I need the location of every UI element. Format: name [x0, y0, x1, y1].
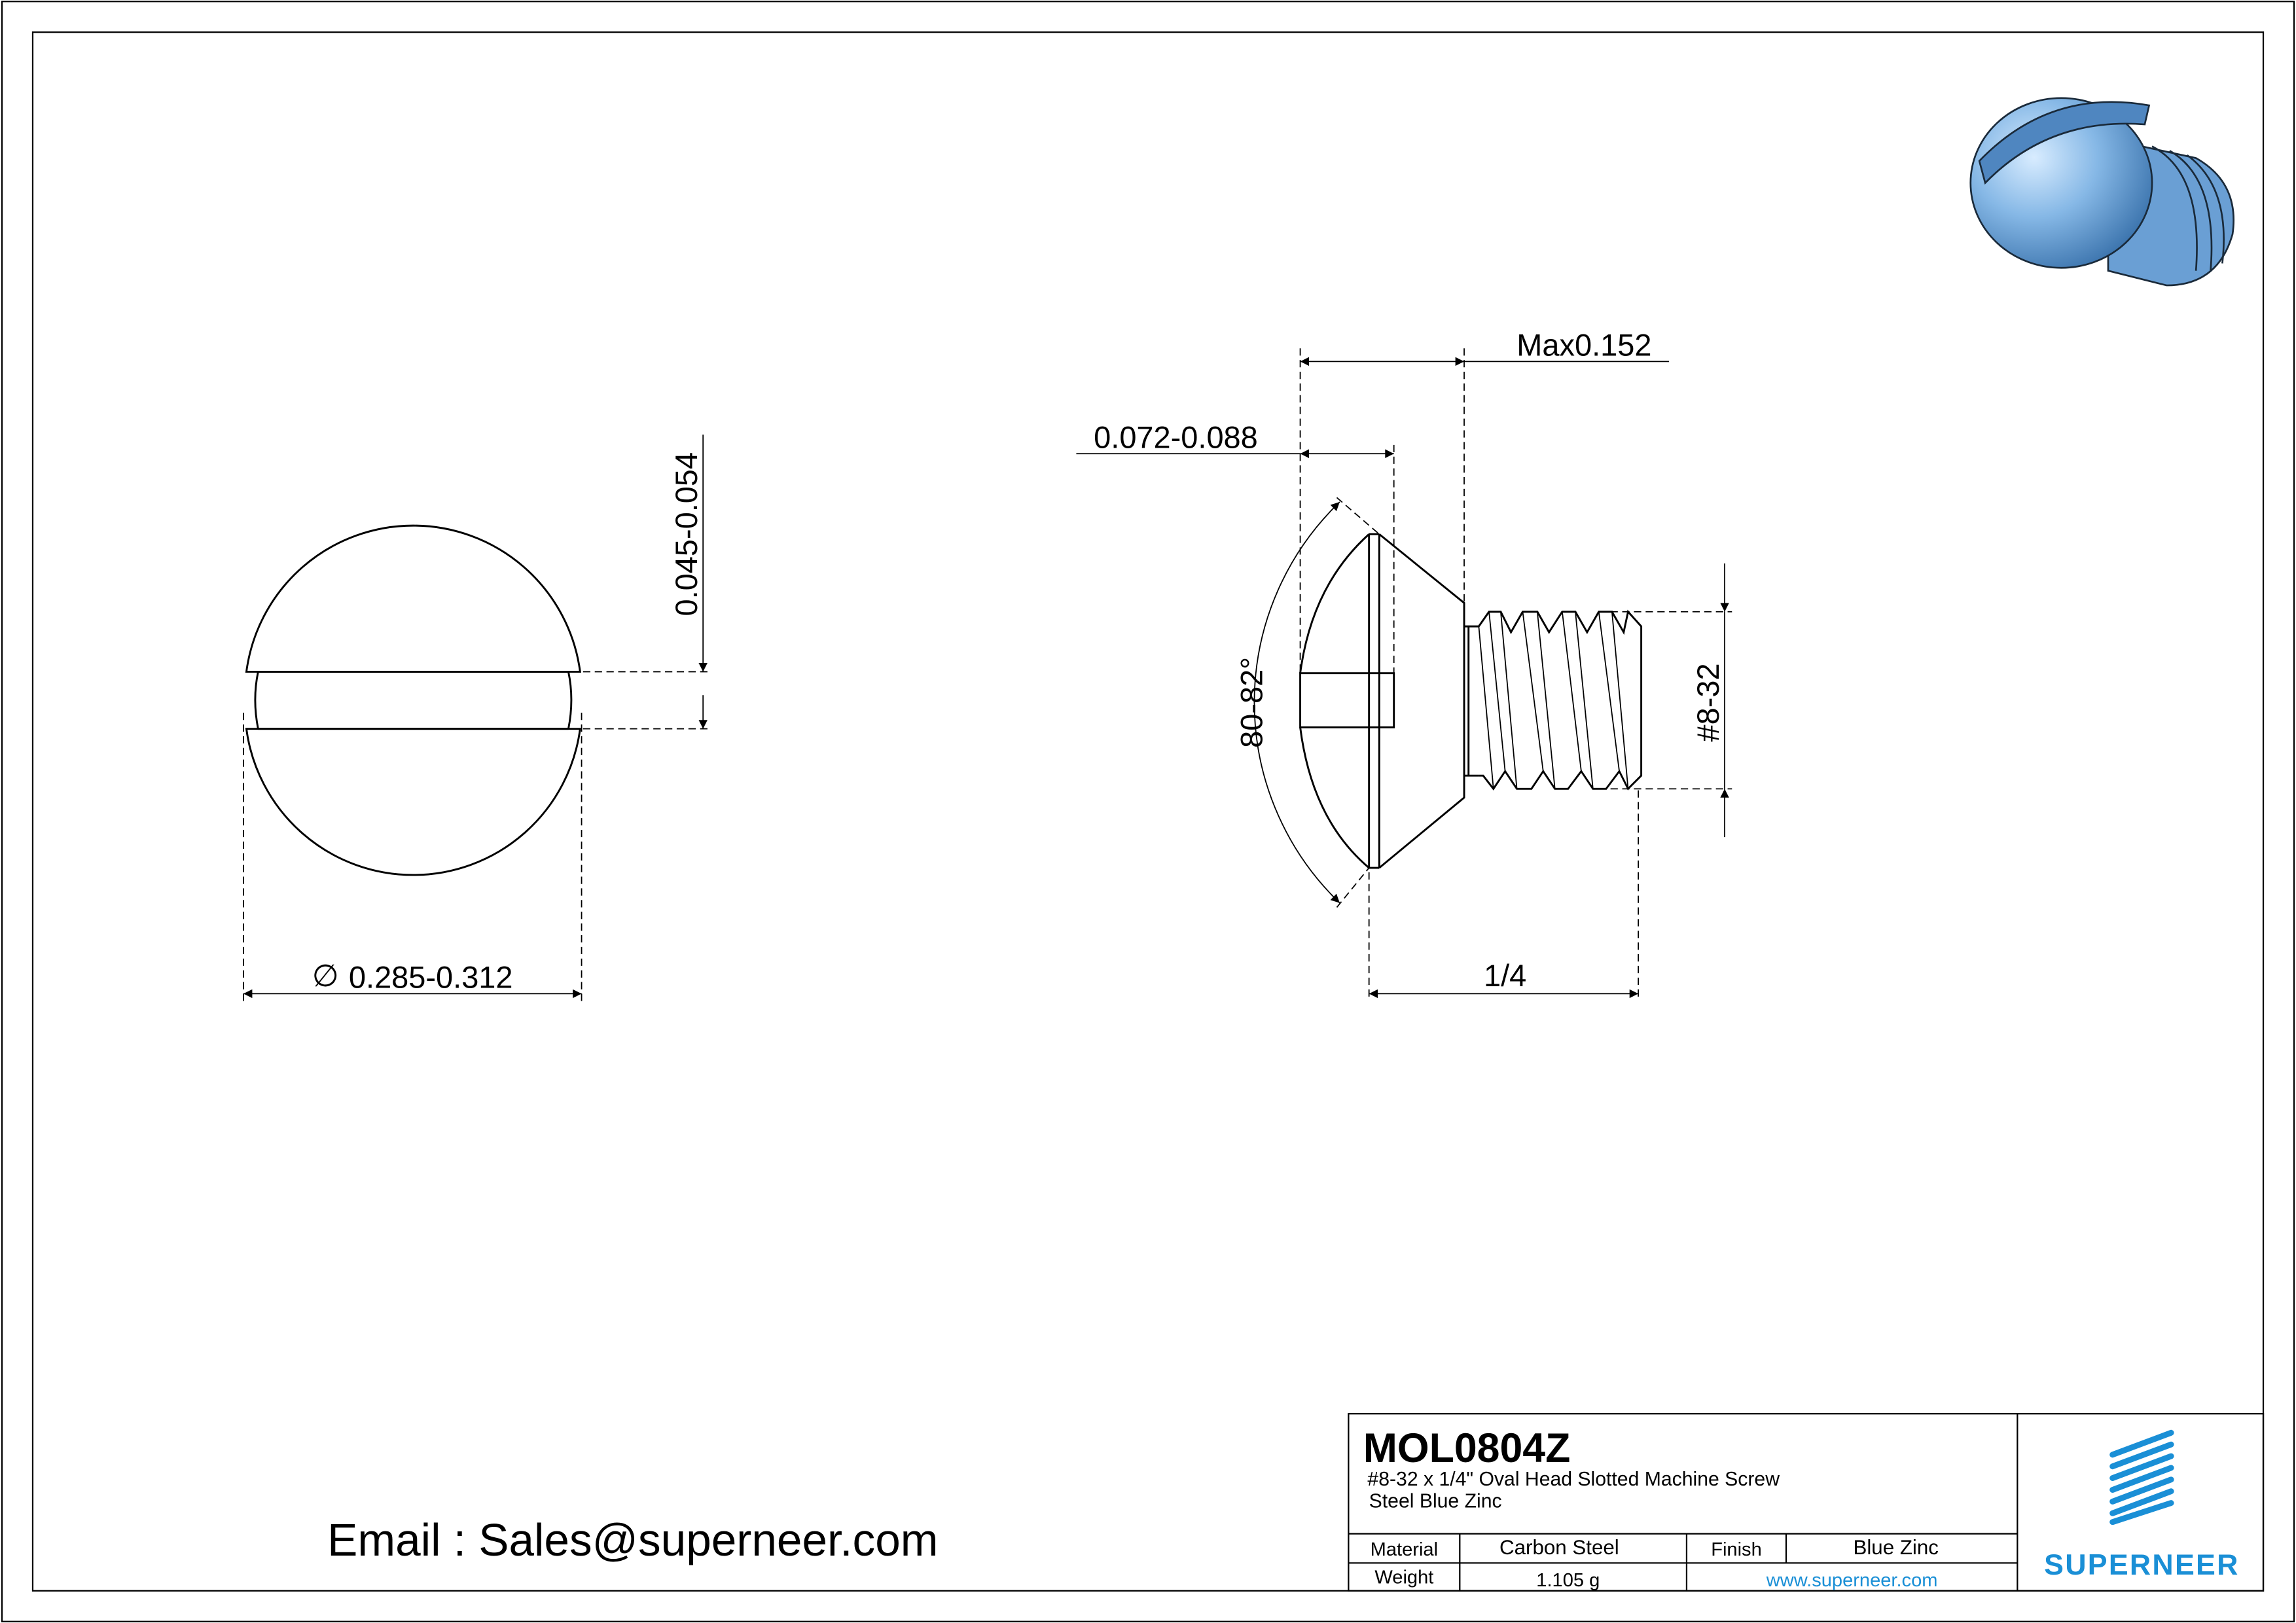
part-number: MOL0804Z	[1363, 1425, 1571, 1471]
slot-depth-dimension: 0.045-0.054	[669, 452, 704, 616]
title-block: MOL0804Z #8-32 x 1/4" Oval Head Slotted …	[1348, 1413, 2265, 1592]
material-value: Carbon Steel	[1499, 1536, 1619, 1559]
head-height-dimension: Max0.152	[1516, 327, 1651, 362]
slot-width-dimension: 0.072-0.088	[1094, 419, 1258, 454]
head-top-view: 0.045-0.054 ∅ 0.285-0.312	[243, 435, 711, 1001]
contact-email[interactable]: Email : Sales@superneer.com	[327, 1514, 938, 1565]
length-dimension: 1/4	[1484, 958, 1526, 993]
diameter-symbol: ∅	[312, 958, 339, 993]
screw-3d-render	[1969, 97, 2234, 287]
thread-dimension: #8-32	[1691, 663, 1725, 741]
finish-label: Finish	[1711, 1539, 1762, 1560]
head-diameter-dimension: 0.285-0.312	[349, 959, 513, 994]
head-angle-dimension: 80-82°	[1234, 657, 1268, 748]
superneer-logo-icon	[2109, 1429, 2174, 1525]
finish-value: Blue Zinc	[1853, 1536, 1938, 1559]
website-link[interactable]: www.superneer.com	[1766, 1570, 1938, 1591]
weight-label: Weight	[1374, 1567, 1433, 1588]
logo-text: SUPERNEER	[2044, 1549, 2239, 1581]
part-finish-description: Steel Blue Zinc	[1369, 1490, 1502, 1512]
inner-frame	[31, 31, 2265, 1592]
screw-side-view: Max0.152 0.072-0.088 80-82° 1/4 #8-32	[1076, 327, 1732, 1001]
material-label: Material	[1371, 1539, 1438, 1560]
part-description: #8-32 x 1/4" Oval Head Slotted Machine S…	[1367, 1469, 1780, 1490]
weight-value: 1.105 g	[1536, 1570, 1600, 1591]
